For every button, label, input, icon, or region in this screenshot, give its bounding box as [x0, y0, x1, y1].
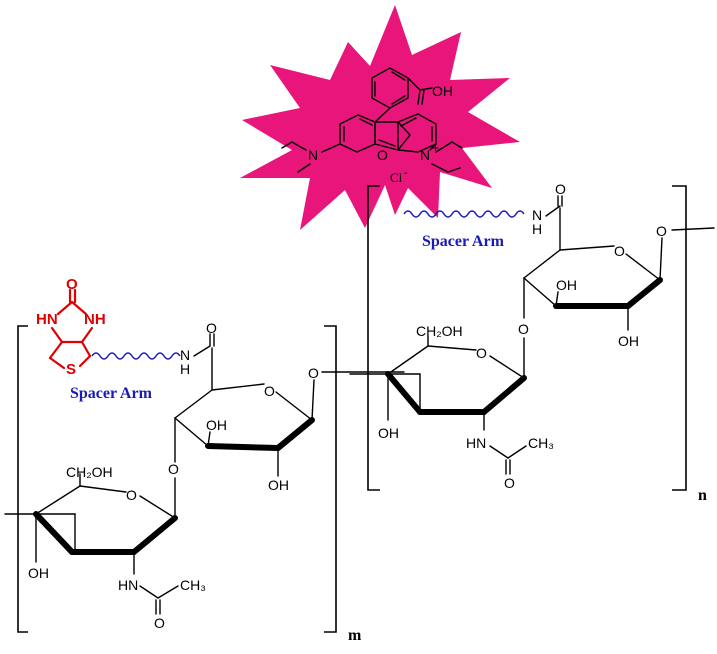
spacer-left-n: N [180, 347, 190, 363]
left-carbonyl-o: O [206, 320, 217, 336]
left-oh-a: OH [206, 417, 227, 433]
right-ch3: CH₃ [528, 435, 554, 451]
right-repeat-index: n [698, 487, 707, 504]
spacer-right-h: H [532, 221, 542, 237]
spacer-wave-right [403, 210, 525, 218]
spacer-right-n: N [532, 207, 542, 223]
left-acetyl-o: O [154, 615, 165, 631]
biotin-group: O HN NH S [36, 276, 106, 378]
left-ch2oh: CH₂OH [66, 464, 113, 480]
n-left-label: N [308, 147, 318, 163]
right-carbonyl-o: O [555, 181, 566, 197]
biotin-nh-label: NH [84, 311, 106, 328]
right-oh-b: OH [618, 333, 639, 349]
biotin-s-label: S [66, 361, 76, 378]
right-repeat-unit: O O O OH OH O O CH₂OH OH HN [349, 181, 715, 504]
biotin-o-label: O [66, 276, 78, 293]
left-hn: HN [118, 577, 138, 593]
spacer-wave-left [91, 352, 181, 360]
left-ring-o-a: O [264, 383, 275, 399]
rhodamine-dye: OH O N N + Cl - [281, 67, 463, 185]
n-right-label: N [420, 147, 430, 163]
chloride-label: Cl [390, 170, 403, 185]
left-ring-o-b: O [126, 487, 137, 503]
left-repeat-unit: O O O OH OH O O CH₂OH OH HN [4, 320, 362, 644]
left-linker-o: O [308, 365, 319, 381]
left-repeat-index: m [348, 627, 362, 644]
left-glyco-o: O [168, 461, 179, 477]
right-ring-o-b: O [476, 345, 487, 361]
right-oh-c: OH [378, 425, 399, 441]
biotin-hn-label: HN [36, 311, 58, 328]
spacer-left-h: H [180, 361, 190, 377]
spacer-arm-right-caption: Spacer Arm [422, 233, 505, 250]
left-ch3: CH₃ [180, 577, 206, 593]
right-oh-a: OH [556, 277, 577, 293]
right-glyco-o: O [518, 321, 529, 337]
spacer-arm-left-caption: Spacer Arm [70, 385, 153, 402]
right-bracket-open [367, 185, 380, 491]
acid-oh-label: OH [432, 83, 453, 99]
left-bracket-open [17, 325, 28, 633]
chloride-charge: - [404, 167, 408, 179]
n-charge-label: + [432, 141, 439, 155]
right-hn: HN [466, 435, 486, 451]
left-oh-c: OH [28, 565, 49, 581]
right-ring-o-a: O [614, 243, 625, 259]
left-bracket-close [324, 325, 337, 633]
xanthene-o-label: O [377, 147, 388, 163]
left-oh-b: OH [268, 477, 289, 493]
right-acetyl-o: O [504, 475, 515, 491]
right-end-o: O [656, 223, 667, 239]
right-ch2oh: CH₂OH [416, 323, 463, 339]
right-bracket-close [672, 185, 687, 491]
